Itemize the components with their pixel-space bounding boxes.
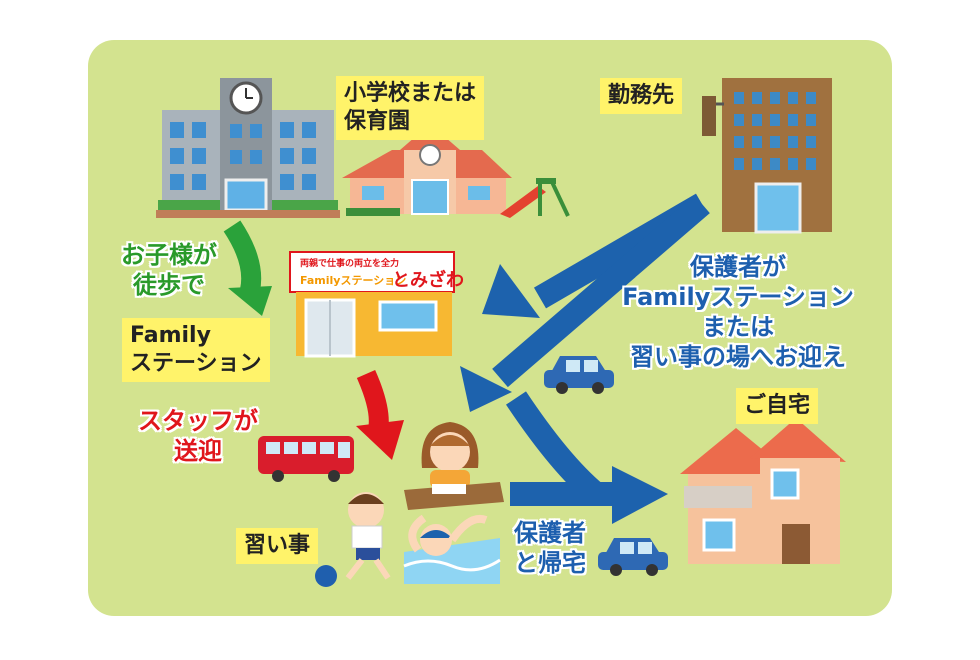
bus-icon xyxy=(258,436,354,482)
family-station-label: Family ステーション xyxy=(122,318,270,382)
guardian-home-caption: 保護者 と帰宅 xyxy=(514,519,586,577)
pickup-arrows xyxy=(460,193,710,412)
work-label: 勤務先 xyxy=(600,78,683,114)
girl-studying-icon xyxy=(404,422,504,510)
sign-small-text: 両親で仕事の両立を全力 xyxy=(300,257,399,269)
lessons-label: 習い事 xyxy=(236,528,319,564)
sign-main-text: Familyステーション xyxy=(300,274,406,287)
home-icon xyxy=(680,418,846,564)
home-arrow xyxy=(506,391,668,524)
school-label: 小学校または 保育園 xyxy=(336,76,485,140)
car-icon xyxy=(544,356,614,394)
family-station-building-icon: 両親で仕事の両立を全力 Familyステーション とみざわ xyxy=(289,251,464,358)
home-label: ご自宅 xyxy=(736,388,819,424)
guardian-pickup-caption: 保護者が Familyステーション または 習い事の場へお迎え xyxy=(622,253,854,371)
walk-arrow xyxy=(223,220,272,316)
sign-brand-text: とみざわ xyxy=(392,269,464,291)
boy-soccer-icon xyxy=(315,492,391,587)
school-building-icon xyxy=(156,78,340,218)
office-building-icon xyxy=(702,78,832,234)
car-icon xyxy=(598,538,668,576)
swimmer-icon xyxy=(403,514,501,584)
staff-caption: スタッフが 送迎 xyxy=(138,407,258,465)
staff-arrow xyxy=(356,369,404,460)
walk-caption: お子様が 徒歩で xyxy=(121,241,217,299)
nursery-school-icon xyxy=(342,124,570,218)
